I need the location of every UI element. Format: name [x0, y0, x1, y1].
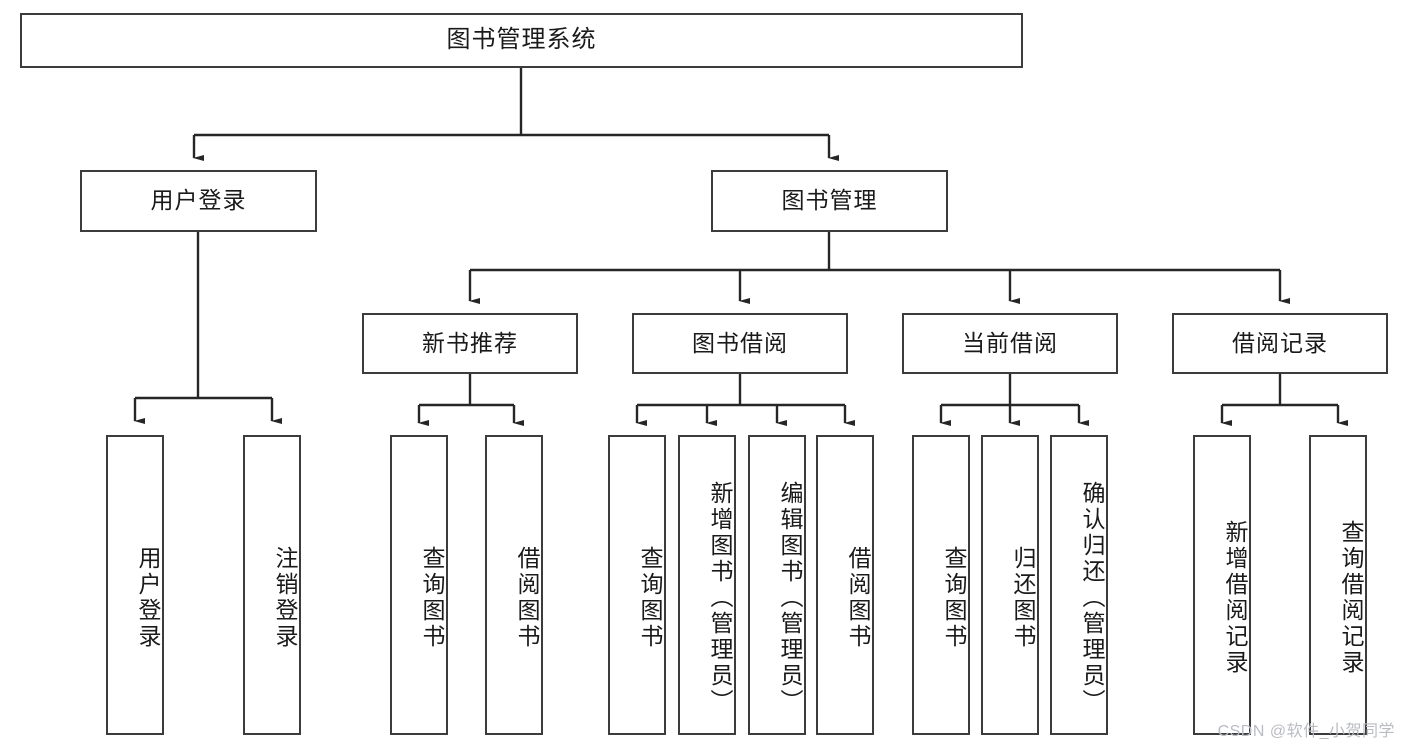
node-book-management[interactable]: 图书管理	[711, 170, 948, 232]
leaf-borrow-book[interactable]: 借阅图书	[816, 435, 874, 735]
leaf-query-book-recommend[interactable]: 查询图书	[390, 435, 448, 735]
leaf-user-login[interactable]: 用户登录	[106, 435, 164, 735]
leaf-confirm-return-admin[interactable]: 确认归还（管理员）	[1050, 435, 1108, 735]
leaf-return-book[interactable]: 归还图书	[981, 435, 1039, 735]
leaf-query-borrow-record[interactable]: 查询借阅记录	[1309, 435, 1367, 735]
node-book-borrow[interactable]: 图书借阅	[632, 313, 848, 374]
node-user-login[interactable]: 用户登录	[80, 170, 317, 232]
leaf-query-book-borrow[interactable]: 查询图书	[608, 435, 666, 735]
leaf-query-book-current[interactable]: 查询图书	[912, 435, 970, 735]
leaf-add-borrow-record[interactable]: 新增借阅记录	[1193, 435, 1251, 735]
leaf-add-book-admin[interactable]: 新增图书（管理员）	[678, 435, 736, 735]
leaf-borrow-book-recommend[interactable]: 借阅图书	[485, 435, 543, 735]
node-current-borrow[interactable]: 当前借阅	[902, 313, 1118, 374]
leaf-edit-book-admin[interactable]: 编辑图书（管理员）	[748, 435, 806, 735]
node-borrow-record[interactable]: 借阅记录	[1172, 313, 1388, 374]
leaf-user-logout[interactable]: 注销登录	[243, 435, 301, 735]
node-new-book-recommend[interactable]: 新书推荐	[362, 313, 578, 374]
node-root-system[interactable]: 图书管理系统	[20, 13, 1023, 68]
